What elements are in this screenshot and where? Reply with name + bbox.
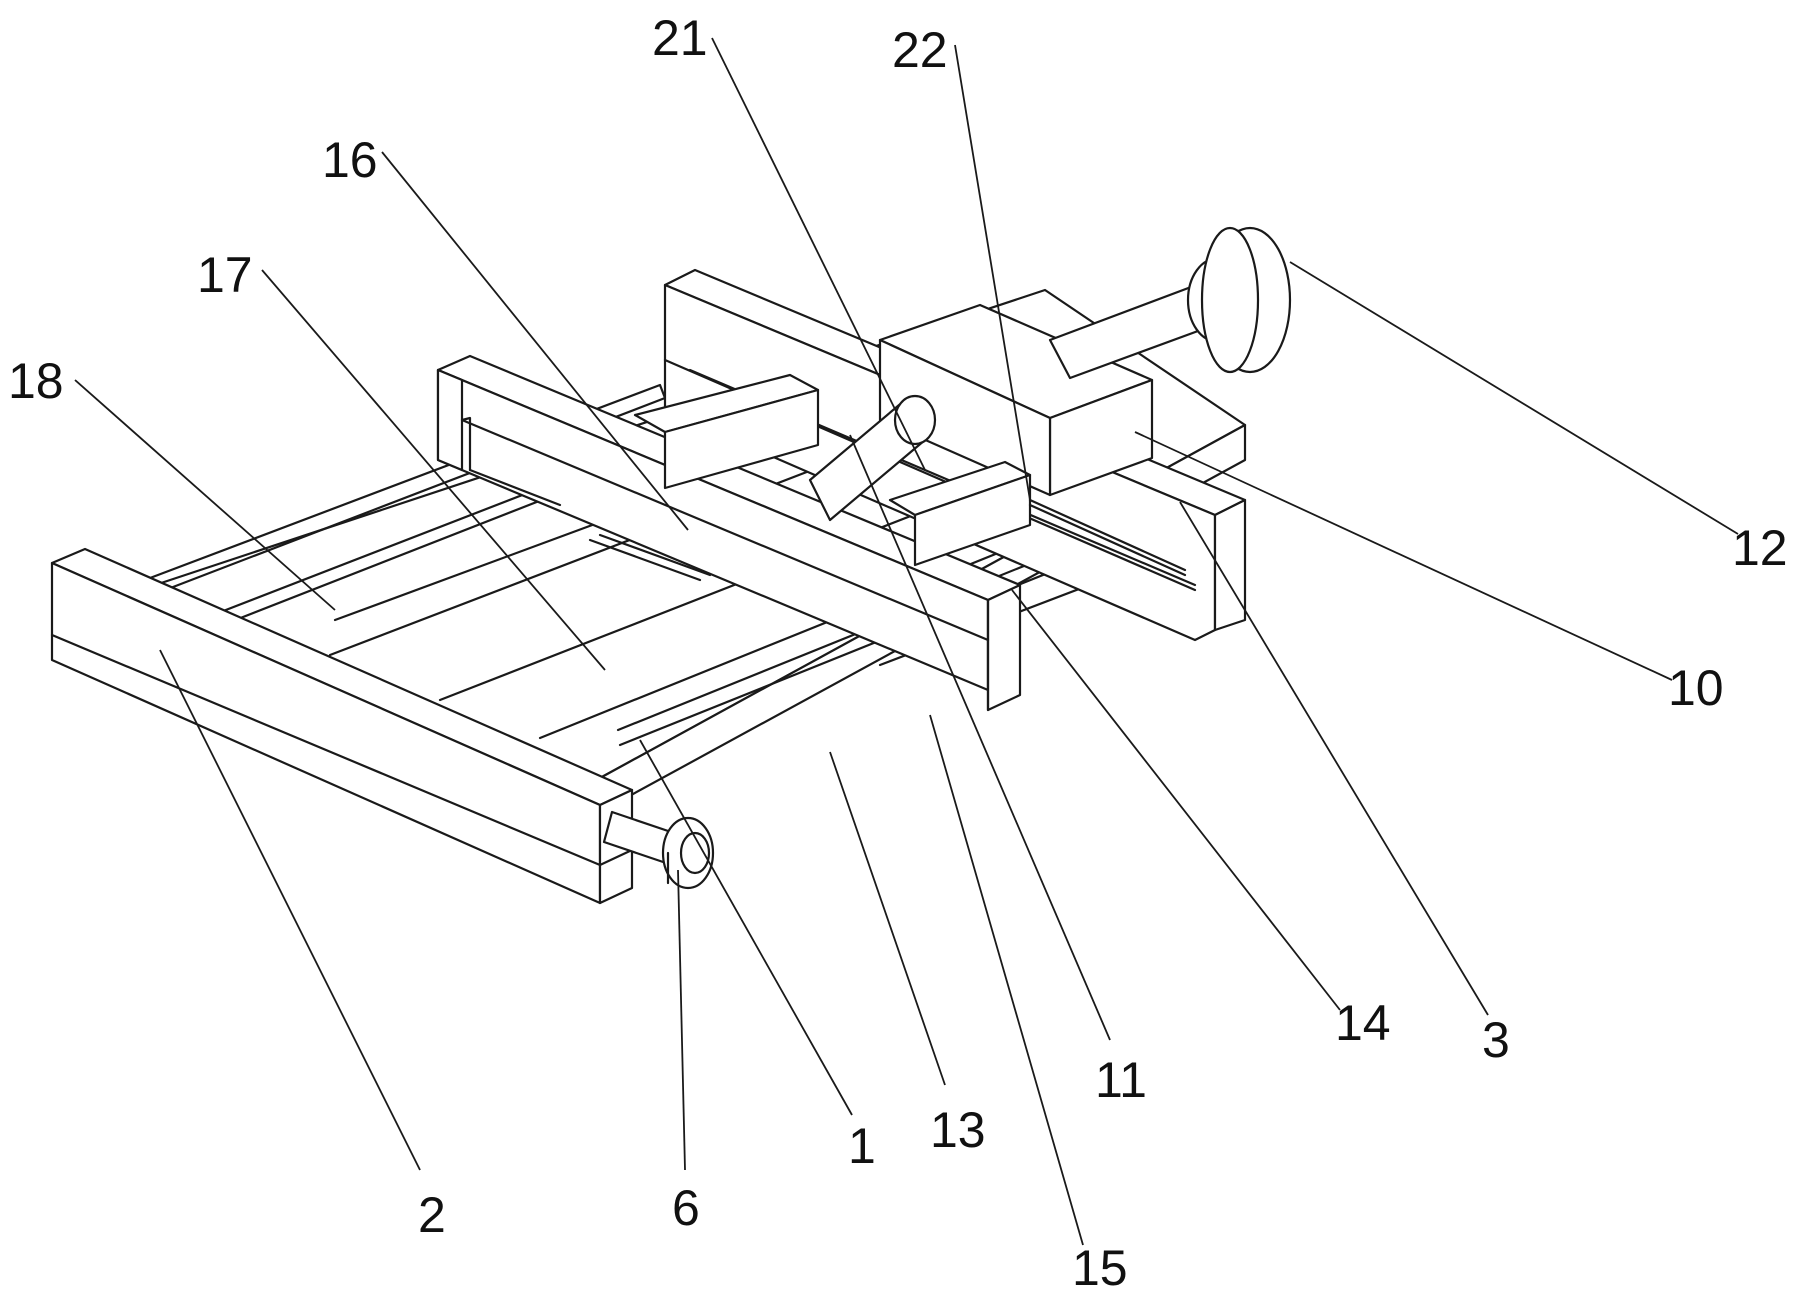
- leader-18: [74, 379, 336, 611]
- clamp-block-front: [913, 473, 1032, 567]
- callout-21: 21: [652, 10, 708, 66]
- callout-17: 17: [197, 247, 253, 303]
- callout-18: 18: [8, 353, 64, 409]
- motor-box-left: [878, 338, 1052, 497]
- callout-6: 6: [672, 1180, 700, 1236]
- gantry-left-leg: [436, 368, 464, 472]
- leader-22: [954, 44, 1031, 501]
- screw-nut-inner: [679, 831, 711, 875]
- leader-16: [381, 151, 689, 531]
- roller-end: [893, 394, 937, 446]
- leader-lines: [74, 37, 1739, 1246]
- slider-block-front: [663, 388, 820, 490]
- leader-15: [929, 714, 1084, 1246]
- leader-13: [829, 751, 946, 1086]
- callout-10: 10: [1668, 660, 1724, 716]
- callout-2: 2: [418, 1187, 446, 1243]
- callout-22: 22: [892, 22, 948, 78]
- lead-screw-front: [602, 810, 715, 890]
- callout-14: 14: [1335, 995, 1391, 1051]
- motor-assembly: [878, 226, 1292, 497]
- handwheel-hub: [1200, 226, 1260, 374]
- leader-11: [849, 434, 1111, 1041]
- callout-3: 3: [1482, 1012, 1510, 1068]
- callout-labels: 21 22 16 17 18 12 10 14 3 11 13 1 15 6 2: [8, 10, 1788, 1294]
- callout-1: 1: [848, 1118, 876, 1174]
- callout-16: 16: [322, 132, 378, 188]
- leader-21: [711, 37, 926, 471]
- leader-3: [1179, 501, 1489, 1016]
- callout-11: 11: [1095, 1052, 1147, 1108]
- leader-14: [1011, 589, 1341, 1011]
- slider-assembly: [633, 373, 1187, 577]
- rear-rail: [148, 383, 667, 594]
- callout-15: 15: [1072, 1240, 1128, 1294]
- leader-6: [677, 869, 686, 1171]
- rear-bracket-front: [663, 283, 1217, 642]
- callout-13: 13: [930, 1102, 986, 1158]
- rear-bracket-side: [1213, 498, 1247, 632]
- gantry-right-leg: [986, 583, 1022, 712]
- leader-17: [261, 269, 606, 671]
- leader-12: [1289, 261, 1739, 535]
- leader-1: [639, 739, 853, 1116]
- moving-gantry: [436, 354, 1022, 712]
- leader-2: [159, 649, 421, 1171]
- callout-12: 12: [1732, 520, 1788, 576]
- leader-10: [1134, 431, 1673, 681]
